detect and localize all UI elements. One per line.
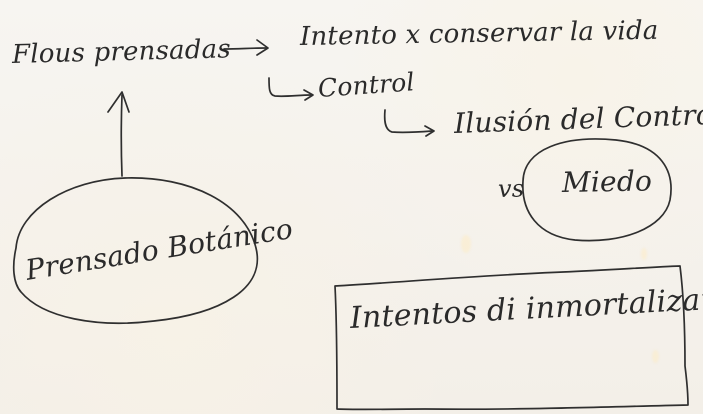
- upward-arrow-head: [107, 91, 130, 113]
- miedo-oval: [522, 138, 672, 242]
- branch-to-control-head: [303, 89, 314, 101]
- branch-to-ilusion-head: [424, 125, 435, 137]
- prensado-botanico-oval: [12, 177, 259, 324]
- arrow-to-intento-line: [223, 47, 267, 50]
- paper-stain: [461, 235, 471, 253]
- arrow-to-intento-head: [256, 39, 269, 56]
- paper-stain: [641, 248, 647, 260]
- branch-to-ilusion-line: [383, 109, 433, 134]
- paper-stain: [652, 350, 659, 363]
- miedo-text: Miedo: [561, 164, 653, 199]
- upward-arrow-line: [120, 94, 123, 177]
- ilusion-control-text: Ilusión del Control: [453, 97, 703, 140]
- vs-text: vs: [497, 174, 525, 203]
- branch-to-control-line: [268, 77, 312, 98]
- flores-prensadas-text: Flous prensadas: [11, 34, 232, 70]
- intento-conservar-vida-text: Intento x conservar la vida: [299, 15, 659, 52]
- control-text: Control: [316, 67, 416, 103]
- intentos-rectangle: [334, 265, 689, 411]
